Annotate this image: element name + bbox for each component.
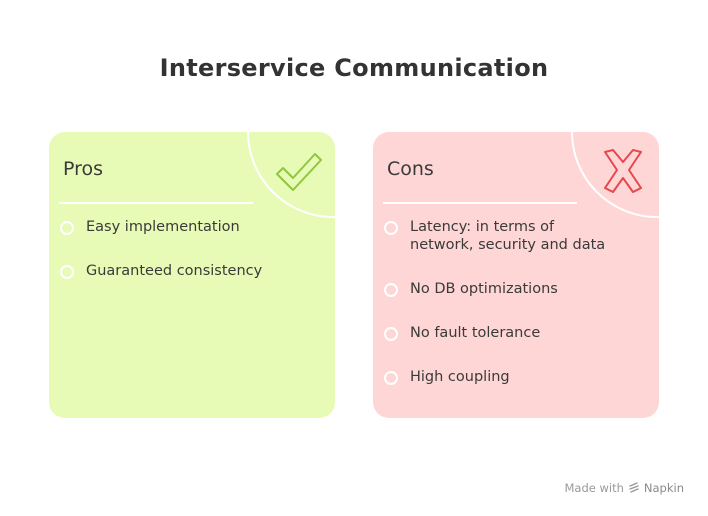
list-item: No DB optimizations (383, 280, 643, 298)
cons-list: Latency: in terms of network, security a… (383, 218, 643, 412)
cons-divider (383, 202, 577, 204)
pros-divider (59, 202, 253, 204)
cons-item-text: No DB optimizations (410, 281, 558, 297)
cons-heading: Cons (387, 158, 434, 180)
cons-item-text: No fault tolerance (410, 325, 541, 341)
bullet-icon (384, 221, 398, 235)
pros-item-text: Easy implementation (86, 219, 240, 235)
napkin-brand: Napkin (643, 481, 684, 495)
pros-heading: Pros (63, 158, 104, 180)
bullet-icon (60, 221, 74, 235)
bullet-icon (384, 371, 398, 385)
list-item: Guaranteed consistency (59, 262, 319, 280)
list-item: Easy implementation (59, 218, 319, 236)
list-item: Latency: in terms of network, security a… (383, 218, 643, 254)
pros-item-text: Guaranteed consistency (86, 263, 263, 279)
cons-card: Cons Latency: in terms of network, secur… (373, 132, 659, 418)
check-icon (276, 153, 322, 191)
pros-list: Easy implementation Guaranteed consisten… (59, 218, 319, 306)
made-with-footer[interactable]: Made with Napkin (565, 481, 685, 495)
bullet-icon (384, 283, 398, 297)
list-item: High coupling (383, 368, 643, 386)
cons-item-text: Latency: in terms of network, security a… (410, 219, 606, 253)
napkin-logo-icon (629, 482, 639, 493)
x-icon (604, 149, 642, 193)
made-with-label: Made with (564, 481, 624, 495)
diagram-title: Interservice Communication (159, 54, 549, 82)
cons-item-text: High coupling (410, 369, 510, 385)
pros-card: Pros Easy implementation Guaranteed cons… (49, 132, 335, 418)
list-item: No fault tolerance (383, 324, 643, 342)
bullet-icon (60, 265, 74, 279)
bullet-icon (384, 327, 398, 341)
